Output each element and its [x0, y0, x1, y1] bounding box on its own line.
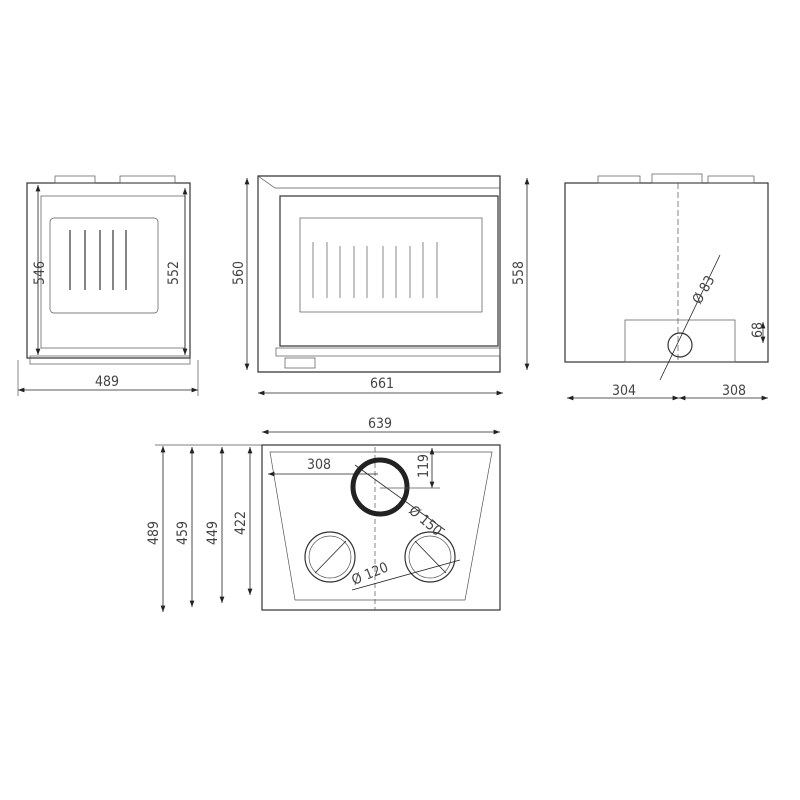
top-flue-offset-y-label: 119: [416, 454, 432, 478]
back-right-offset-label: 308: [722, 383, 746, 399]
front-height-left-label: 560: [231, 261, 247, 285]
top-depth-2-label: 459: [175, 521, 191, 545]
top-depth-4-label: 422: [233, 511, 249, 535]
side-view: 546 552 489: [17, 175, 199, 396]
front-width-label: 661: [370, 376, 394, 392]
side-height-left-label: 546: [32, 261, 48, 285]
side-width-label: 489: [95, 374, 119, 390]
front-view: 560 558 661: [231, 175, 530, 396]
back-outlet-height-label: 68: [750, 322, 766, 338]
top-inlet-diameter-label: Ø 120: [350, 560, 391, 589]
back-outlet-diameter-label: Ø 83: [690, 273, 719, 307]
side-height-right-label: 552: [166, 261, 182, 285]
top-flue-diameter-label: Ø 150: [405, 503, 444, 540]
top-depth-total-label: 489: [146, 521, 162, 545]
top-width-label: 639: [368, 416, 392, 432]
back-left-offset-label: 304: [612, 383, 636, 399]
top-view: 639 489 459 449 422 308 119 Ø 150 Ø 120: [146, 416, 501, 612]
front-height-right-label: 558: [511, 261, 527, 285]
back-view: Ø 83 68 304 308: [564, 173, 769, 401]
top-depth-3-label: 449: [205, 521, 221, 545]
top-flue-offset-x-label: 308: [307, 457, 331, 473]
